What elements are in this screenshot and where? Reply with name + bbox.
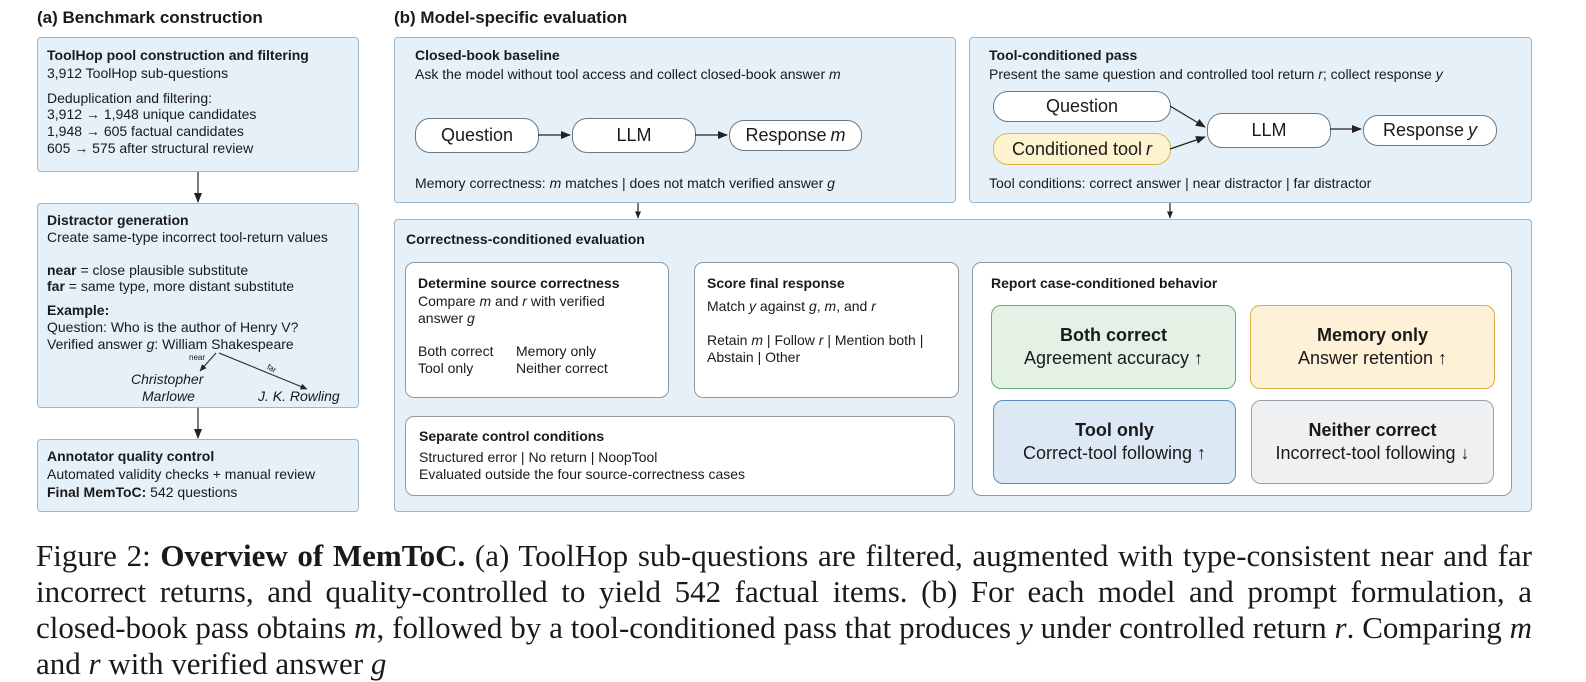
control-conditions-box: Separate control conditions Structured e…: [405, 416, 955, 496]
llm-node: LLM: [572, 118, 696, 153]
panel-a-title: (a) Benchmark construction: [37, 8, 263, 27]
closed-book-desc: Ask the model without tool access and co…: [415, 66, 841, 82]
case-option: Both correct: [418, 343, 494, 359]
case-metric: Answer retention ↑: [1297, 348, 1448, 368]
score-response-box: Score final response Match y against g, …: [694, 262, 959, 398]
near-definition: near = close plausible substitute: [47, 262, 249, 278]
panel-b-title: (b) Model-specific evaluation: [394, 8, 628, 27]
case-title: Memory only: [1316, 325, 1429, 345]
case-title: Tool only: [1075, 420, 1154, 440]
annotator-heading: Annotator quality control: [47, 448, 215, 464]
case-metric: Correct-tool following ↑: [1022, 443, 1207, 463]
example-verified-answer: Verified answer g: William Shakespeare: [47, 336, 294, 352]
source-correctness-box: Determine source correctness Compare m a…: [405, 262, 669, 398]
arrow-question-to-llm-tool: [1169, 105, 1206, 128]
source-line: Compare m and r with verified: [418, 293, 605, 309]
near-tag: near: [189, 353, 206, 362]
distractor-heading: Distractor generation: [47, 212, 189, 228]
near-answer: Marlowe: [142, 388, 195, 404]
final-count: Final MemToC: 542 questions: [47, 484, 238, 500]
case-memory-only: Memory only Answer retention ↑: [1250, 305, 1495, 389]
question-node: Question: [993, 91, 1171, 122]
score-line: Retain m | Follow r | Mention both |: [707, 332, 924, 348]
tool-pass-heading: Tool-conditioned pass: [989, 47, 1138, 63]
control-line: Evaluated outside the four source-correc…: [419, 466, 746, 482]
evaluation-heading: Correctness-conditioned evaluation: [406, 231, 645, 247]
case-title: Neither correct: [1308, 420, 1437, 440]
example-question: Question: Who is the author of Henry V?: [47, 319, 299, 335]
score-heading: Score final response: [707, 275, 845, 291]
evaluation-box: Correctness-conditioned evaluation Deter…: [394, 219, 1532, 512]
arrow-tool-to-llm: [1169, 136, 1206, 150]
filter-step: 1,948 → 605 factual candidates: [47, 123, 244, 139]
annotator-quality-box: Annotator quality control Automated vali…: [37, 439, 359, 512]
report-behavior-box: Report case-conditioned behavior Both co…: [972, 262, 1512, 496]
dedup-label: Deduplication and filtering:: [47, 90, 212, 106]
case-option: Neither correct: [516, 360, 608, 376]
tool-pass-desc: Present the same question and controlled…: [989, 66, 1443, 82]
figure-caption: Figure 2: Overview of MemToC. (a) ToolHo…: [36, 538, 1532, 681]
question-node: Question: [415, 118, 539, 153]
far-answer: J. K. Rowling: [258, 388, 340, 404]
response-y-node: Response y: [1363, 115, 1497, 146]
pool-construction-box: ToolHop pool construction and filtering …: [37, 37, 359, 172]
control-heading: Separate control conditions: [419, 428, 605, 444]
memory-correctness-note: Memory correctness: m matches | does not…: [415, 175, 835, 191]
example-label: Example:: [47, 302, 110, 318]
closed-book-box: Closed-book baseline Ask the model witho…: [394, 37, 956, 203]
pool-heading: ToolHop pool construction and filtering: [47, 47, 309, 63]
tool-conditions-note: Tool conditions: correct answer | near d…: [989, 175, 1372, 191]
arrow-far-distractor: [218, 352, 308, 390]
llm-node: LLM: [1207, 113, 1331, 148]
case-neither-correct: Neither correct Incorrect-tool following…: [1251, 400, 1494, 484]
pool-count: 3,912 ToolHop sub-questions: [47, 65, 229, 81]
case-both-correct: Both correct Agreement accuracy ↑: [991, 305, 1236, 389]
source-heading: Determine source correctness: [418, 275, 620, 291]
filter-step: 3,912 → 1,948 unique candidates: [47, 106, 257, 122]
connector-arrows: [194, 105, 1362, 439]
arrow-near-distractor: [199, 352, 217, 372]
distractor-desc: Create same-type incorrect tool-return v…: [47, 229, 328, 245]
response-m-node: Response m: [729, 120, 862, 151]
case-metric: Agreement accuracy ↑: [1023, 348, 1204, 368]
closed-book-heading: Closed-book baseline: [415, 47, 560, 63]
case-title: Both correct: [1059, 325, 1167, 345]
case-tool-only: Tool only Correct-tool following ↑: [993, 400, 1236, 484]
case-metric: Incorrect-tool following ↓: [1275, 443, 1470, 463]
conditioned-tool-node: Conditioned tool r: [993, 133, 1171, 165]
distractor-generation-box: Distractor generation Create same-type i…: [37, 203, 359, 408]
filter-step: 605 → 575 after structural review: [47, 140, 254, 156]
near-answer: Christopher: [131, 371, 204, 387]
case-option: Memory only: [516, 343, 597, 359]
report-heading: Report case-conditioned behavior: [991, 275, 1218, 291]
score-line: Match y against g, m, and r: [707, 298, 876, 314]
tool-conditioned-box: Tool-conditioned pass Present the same q…: [969, 37, 1532, 203]
source-line: answer g: [418, 310, 475, 326]
score-line: Abstain | Other: [707, 349, 801, 365]
case-option: Tool only: [418, 360, 474, 376]
far-definition: far = same type, more distant substitute: [47, 278, 295, 294]
control-line: Structured error | No return | NoopTool: [419, 449, 658, 465]
annotator-desc: Automated validity checks + manual revie…: [47, 466, 316, 482]
